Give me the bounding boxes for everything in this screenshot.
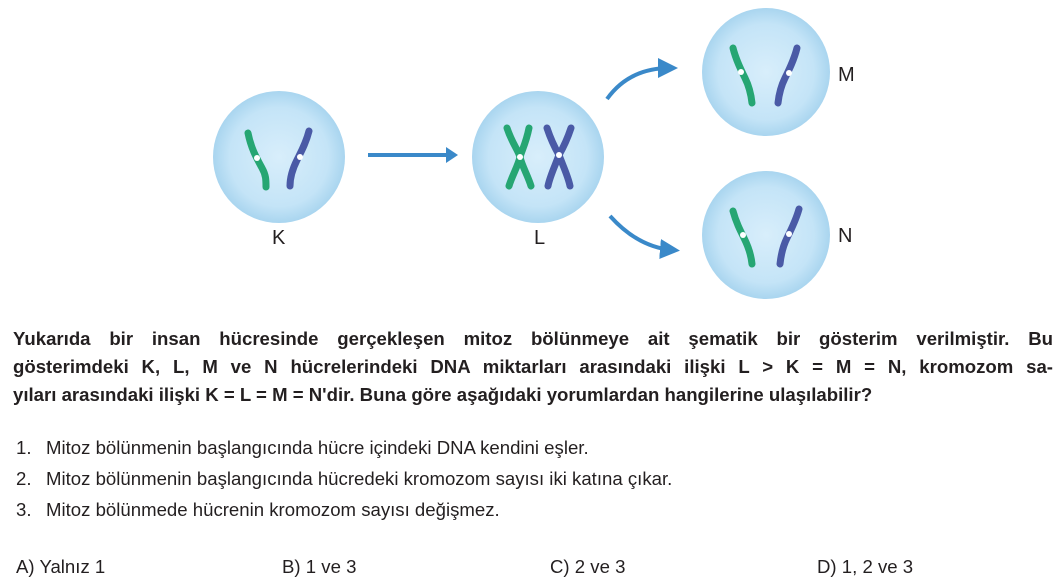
chromosome-green [729,44,756,107]
label-k: K [272,227,286,249]
label-l: L [534,227,545,249]
cell-n [702,171,830,299]
option-letter: D) [817,556,837,577]
statement-item: 1. Mitoz bölünmenin başlangıcında hücre i… [16,432,672,463]
option-d[interactable]: D) 1, 2 ve 3 [817,556,913,578]
statement-list: 1. Mitoz bölünmenin başlangıcında hücre i… [16,432,672,525]
option-letter: B) [282,556,301,577]
cell-l [472,91,604,223]
statement-number: 3. [16,499,32,520]
chromosome-blue [286,127,313,190]
statement-text: Mitoz bölünmede hücrenin kromozom sayısı… [46,499,500,520]
arrow-k-to-l [368,147,458,163]
statement-text: Mitoz bölünmenin başlangıcında hücredeki… [46,468,673,489]
question-stem: Yukarıda bir insan hücresinde gerçekleşe… [13,325,1053,409]
label-m: M [838,64,855,86]
statement-number: 2. [16,468,32,489]
arrow-l-to-n [608,214,680,259]
option-text: 1 ve 3 [305,556,357,577]
statement-text: Mitoz bölünmenin başlangıcında hücre içi… [46,437,589,458]
chromosome-green [729,207,756,268]
option-text: Yalnız 1 [39,556,106,577]
chromosome-green-duplicated [503,124,535,190]
chromosome-blue-duplicated [543,124,575,190]
question-line: gösterimdeki K, L, M ve N hücrelerindeki… [13,356,1053,377]
cell-k [213,91,345,223]
option-c[interactable]: C) 2 ve 3 [550,556,625,578]
mitosis-diagram: K L M [213,8,855,299]
option-b[interactable]: B) 1 ve 3 [282,556,356,578]
option-a[interactable]: A) Yalnız 1 [16,556,105,578]
option-letter: C) [550,556,570,577]
question-line: Yukarıda bir insan hücresinde gerçekleşe… [13,328,1053,349]
label-n: N [838,225,852,247]
cell-m [702,8,830,136]
statement-item: 3. Mitoz bölünmede hücrenin kromozom sayı… [16,494,672,525]
question-line: yıları arasındaki ilişki K = L = M = N'd… [13,384,873,405]
chromosome-blue [776,205,803,268]
option-text: 2 ve 3 [574,556,626,577]
chromosome-blue [774,44,801,107]
option-text: 1, 2 ve 3 [841,556,914,577]
chromosome-green [244,129,270,191]
statement-item: 2. Mitoz bölünmenin başlangıcında hücrede… [16,463,672,494]
statement-number: 1. [16,437,32,458]
option-letter: A) [16,556,35,577]
arrow-l-to-m [605,58,678,101]
answer-options: A) Yalnız 1 B) 1 ve 3 C) 2 ve 3 D) 1, 2 … [16,556,1056,584]
